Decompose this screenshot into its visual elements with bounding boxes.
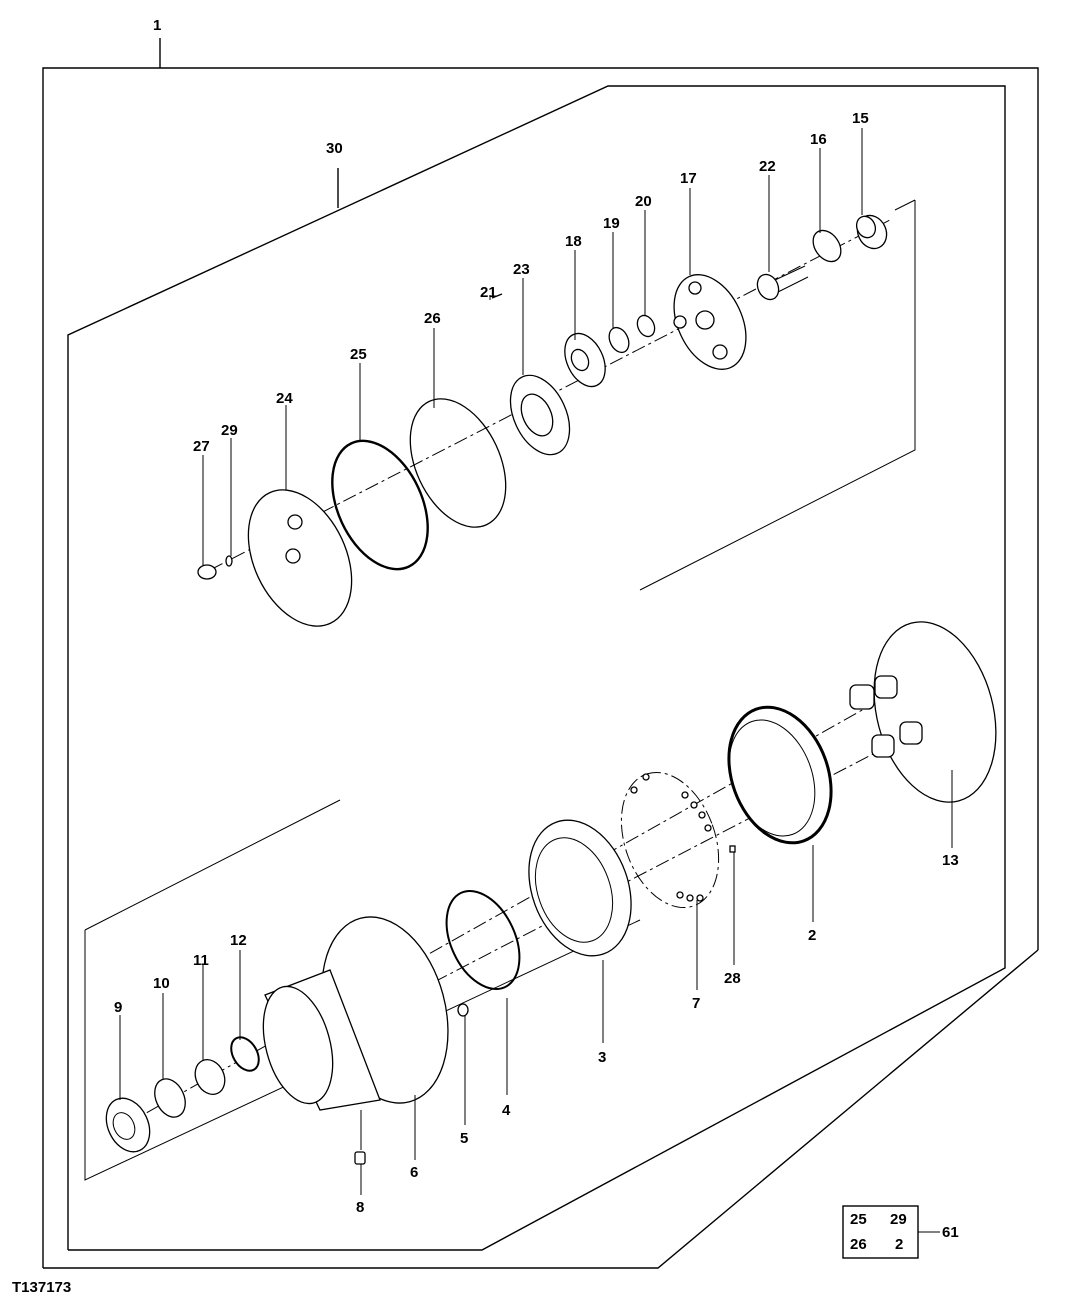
part-12-seal [230, 1036, 260, 1072]
kit-table: 25 29 26 2 61 [842, 1205, 959, 1259]
kit-table-cell-r2c2: 2 [895, 1236, 903, 1253]
kit-table-cell-r2c1: 26 [850, 1236, 867, 1253]
part-5-plug [457, 1003, 469, 1017]
part-9-gear [105, 1097, 151, 1153]
kit-table-cell-r1c2: 29 [890, 1211, 907, 1228]
callout-28: 28 [724, 970, 741, 987]
part-2-ring-sleeve [727, 705, 833, 845]
part-19-needle-bearing [608, 326, 630, 354]
callout-23: 23 [513, 261, 530, 278]
part-15-bearing [855, 214, 888, 250]
callout-labels: 1 30 15 16 22 17 20 19 18 23 21 26 25 24… [114, 17, 959, 1216]
callout-22: 22 [759, 158, 776, 175]
part-17-carrier-plate [673, 274, 747, 370]
inner-panels [84, 199, 916, 1181]
callout-3: 3 [598, 1049, 606, 1066]
kit-table-cell-r1c1: 25 [850, 1211, 867, 1228]
part-18-planet-gear [564, 332, 606, 388]
part-11-bushing [194, 1058, 226, 1096]
callout-1: 1 [153, 17, 161, 34]
part-7-balls [630, 773, 712, 902]
callout-29: 29 [221, 422, 238, 439]
callout-7: 7 [692, 995, 700, 1012]
callout-10: 10 [153, 975, 170, 992]
callout-19: 19 [603, 215, 620, 232]
part-25-o-ring [331, 439, 429, 571]
callout-20: 20 [635, 193, 652, 210]
part-6-housing [262, 916, 449, 1111]
part-16-snap-ring [812, 229, 842, 263]
callout-26: 26 [424, 310, 441, 327]
callout-9: 9 [114, 999, 122, 1016]
assembly-frame-outer [42, 38, 1039, 1269]
figure-id: T137173 [12, 1279, 71, 1296]
callout-11: 11 [193, 952, 209, 969]
part-20-bushing [636, 314, 656, 338]
part-26-retaining-ring [409, 398, 507, 528]
callout-6: 6 [410, 1164, 418, 1181]
leader-lines [119, 128, 953, 1233]
part-23-thrust-washer [509, 374, 571, 456]
part-28-key [729, 845, 736, 853]
callout-27: 27 [193, 438, 210, 455]
callout-12: 12 [230, 932, 247, 949]
callout-4: 4 [502, 1102, 511, 1119]
subassembly-frame-30 [67, 85, 1006, 1251]
part-4-nut [445, 889, 521, 991]
part-10-bearing [154, 1078, 186, 1118]
callout-8: 8 [356, 1199, 364, 1216]
part-21-pin [491, 293, 503, 299]
part-27-plug [197, 564, 217, 580]
part-22-shaft [756, 265, 809, 301]
callout-17: 17 [680, 170, 697, 187]
part-7-ball-ring [620, 771, 720, 909]
callout-30: 30 [326, 140, 343, 157]
kit-number: 61 [942, 1224, 959, 1241]
callout-2: 2 [808, 927, 816, 944]
part-13-motor-housing [849, 621, 997, 803]
callout-16: 16 [810, 131, 827, 148]
callout-21: 21 [480, 284, 497, 301]
callout-18: 18 [565, 233, 582, 250]
callout-13: 13 [942, 852, 959, 869]
callout-24: 24 [276, 390, 293, 407]
callout-5: 5 [460, 1130, 468, 1147]
callout-25: 25 [350, 346, 367, 363]
part-3-bearing [528, 819, 632, 957]
part-24-cover [247, 489, 353, 627]
callout-15: 15 [852, 110, 869, 127]
part-8-plug [354, 1151, 366, 1165]
part-29-small-o-ring [225, 555, 233, 567]
